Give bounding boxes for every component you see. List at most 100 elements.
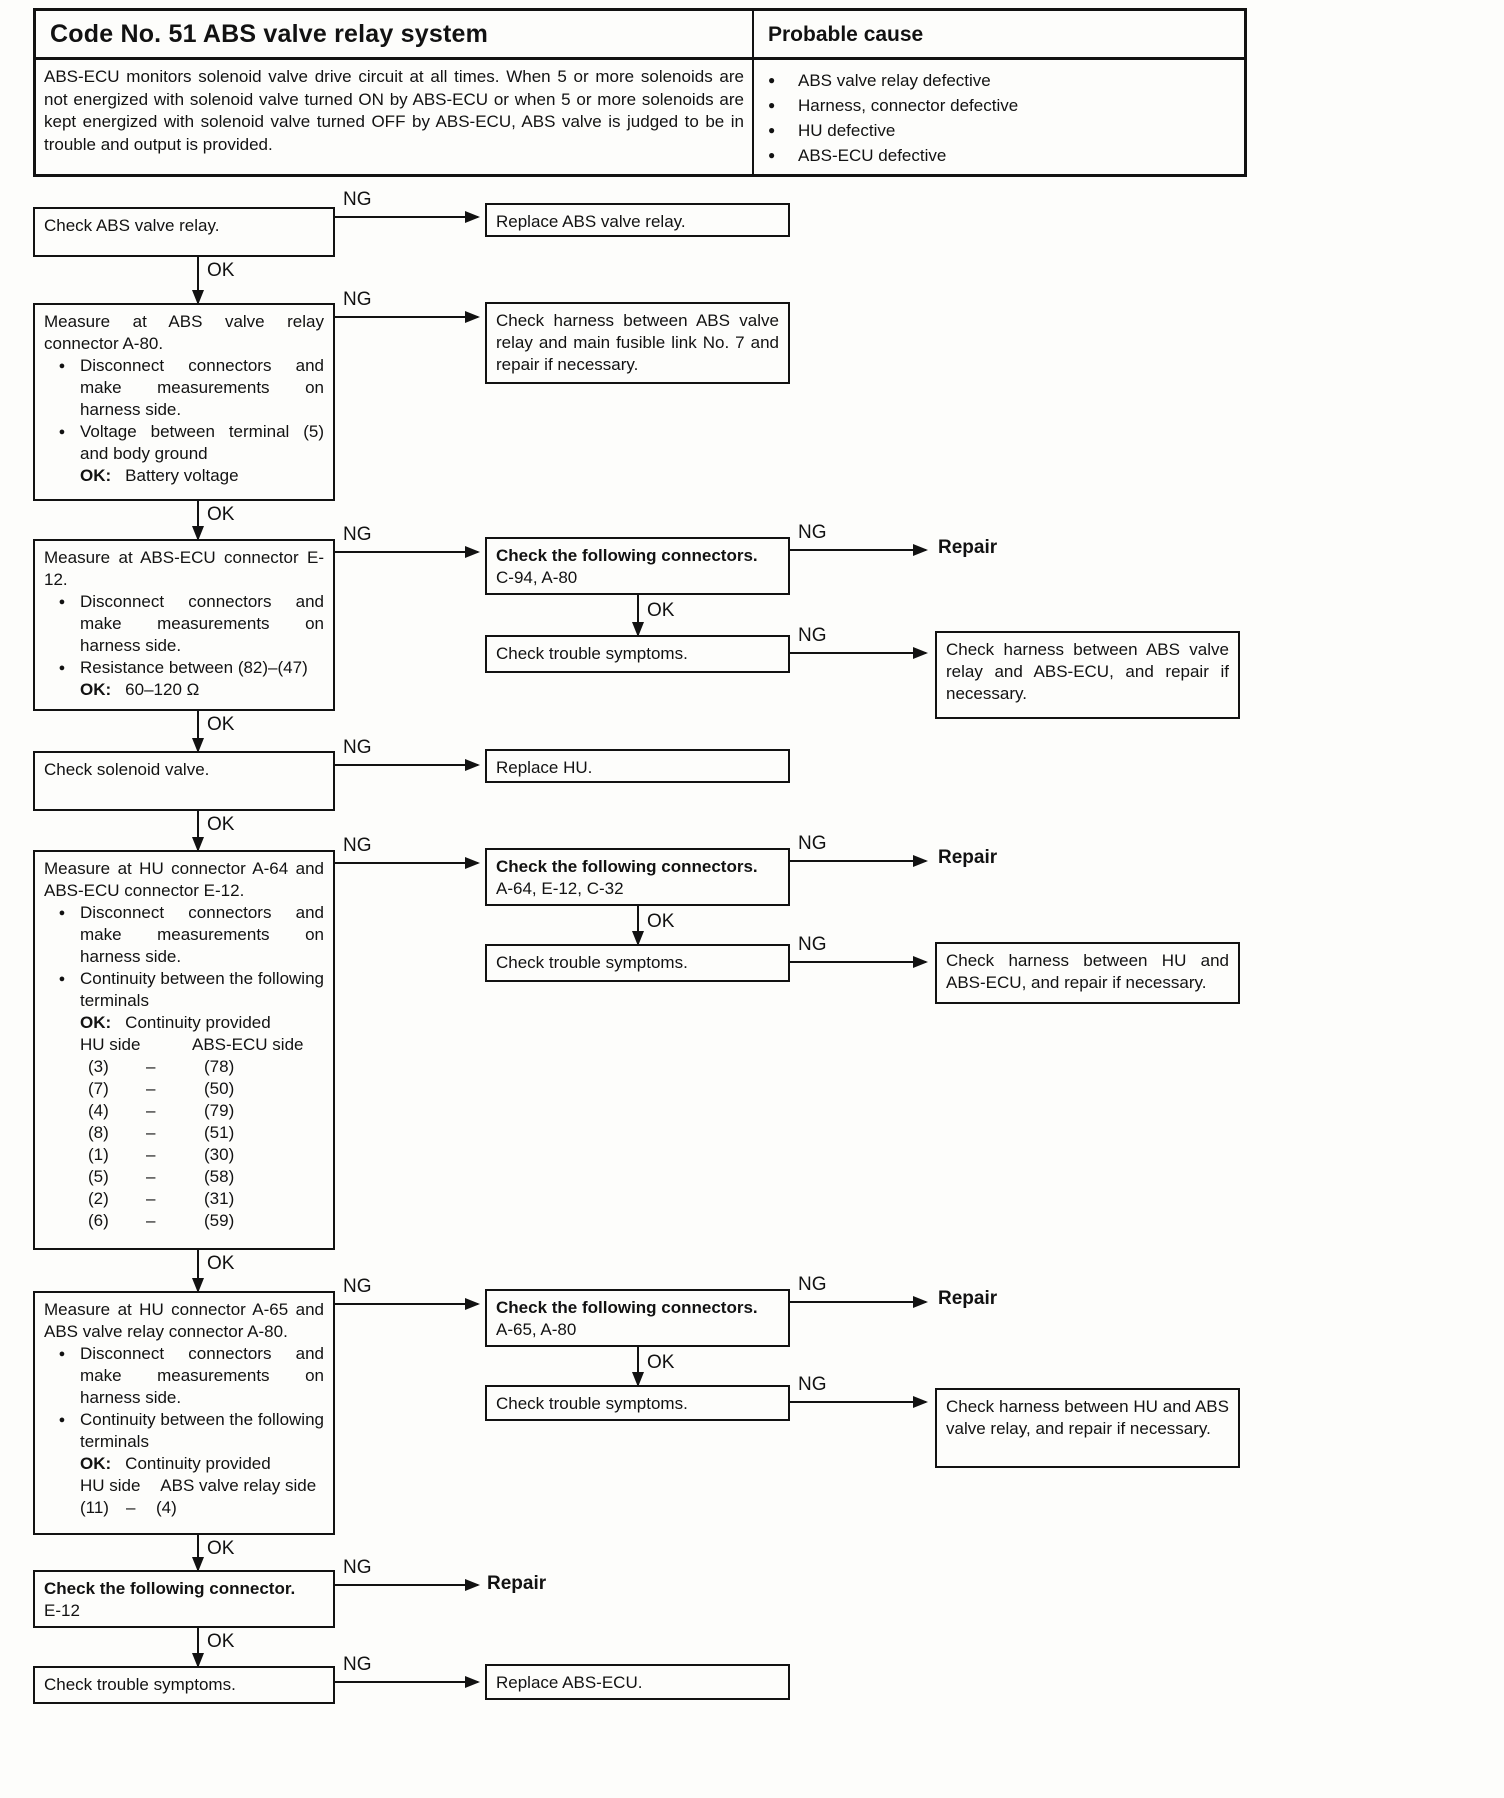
ok-arrow <box>632 1347 644 1387</box>
bullet-row: ● Continuity between the following termi… <box>44 968 324 1012</box>
bullet-icon: ● <box>58 973 66 985</box>
bullet-icon: ● <box>768 98 776 112</box>
ecu-terminal: (78) <box>204 1057 235 1076</box>
terminal-pair-row: (6)–(59) <box>44 1210 324 1232</box>
box-text: Check solenoid valve. <box>44 760 210 779</box>
dash: – <box>146 1167 156 1186</box>
box-title: Measure at ABS-ECU connector E-12. <box>44 548 324 589</box>
flow-box-measure-e12: Measure at ABS-ECU connector E-12. ● Dis… <box>33 539 335 711</box>
probable-cause-item: ● ABS-ECU defective <box>768 143 1238 168</box>
ng-arrow <box>790 544 928 556</box>
terminal-pair-row: (4)–(79) <box>44 1100 324 1122</box>
ok-criteria-label: OK: <box>80 1013 112 1032</box>
hu-terminal: (8) <box>88 1123 109 1142</box>
dash: – <box>146 1079 156 1098</box>
ok-criteria: OK:Continuity provided <box>44 1453 324 1475</box>
flow-box-check-trouble-symptoms-3: Check trouble symptoms. <box>485 1385 790 1421</box>
ok-arrow <box>192 257 204 305</box>
bullet-text: Disconnect connectors and make measureme… <box>80 1344 324 1407</box>
ng-arrow <box>335 211 480 223</box>
ng-label: NG <box>343 189 372 210</box>
probable-cause-item: ● Harness, connector defective <box>768 93 1238 118</box>
terminal-pair-row: (2)–(31) <box>44 1188 324 1210</box>
box-text: Check trouble symptoms. <box>496 953 688 972</box>
bullet-text: Continuity between the following termina… <box>80 1410 324 1451</box>
repair-label: Repair <box>938 537 998 558</box>
terminal-column-headers: HU side ABS-ECU side <box>44 1034 324 1056</box>
repair-label: Repair <box>487 1573 547 1594</box>
box-text: Replace HU. <box>496 758 593 777</box>
ok-criteria: OK:60–120 Ω <box>44 679 324 701</box>
box-title: Check the following connectors. <box>496 1298 758 1317</box>
bullet-row: ● Disconnect connectors and make measure… <box>44 591 324 657</box>
ng-arrow <box>335 311 480 323</box>
ng-label: NG <box>798 522 827 543</box>
ok-criteria-label: OK: <box>80 680 112 699</box>
hu-terminal: (3) <box>88 1057 109 1076</box>
connector-list: A-65, A-80 <box>496 1320 577 1339</box>
ecu-terminal: (50) <box>204 1079 235 1098</box>
box-title: Check the following connector. <box>44 1579 296 1598</box>
ng-label: NG <box>343 289 372 310</box>
ng-label: NG <box>343 1654 372 1675</box>
terminal-col-left: HU side <box>80 1035 141 1054</box>
box-title: Check the following connectors. <box>496 546 758 565</box>
probable-cause-text: ABS valve relay defective <box>798 71 991 90</box>
ecu-terminal: (31) <box>204 1189 235 1208</box>
bullet-icon: ● <box>768 148 776 162</box>
flow-box-check-harness-relay-ecu: Check harness between ABS valve relay an… <box>935 631 1240 719</box>
page-title: Code No. 51 ABS valve relay system <box>36 11 754 57</box>
ecu-terminal: (79) <box>204 1101 235 1120</box>
flow-box-replace-hu: Replace HU. <box>485 749 790 783</box>
bullet-icon: ● <box>768 73 776 87</box>
box-text: Check ABS valve relay. <box>44 216 220 235</box>
dash: – <box>146 1057 156 1076</box>
flow-box-check-harness-fusible-link: Check harness between ABS valve relay an… <box>485 302 790 384</box>
dash: – <box>146 1211 156 1230</box>
probable-cause-text: ABS-ECU defective <box>798 146 947 165</box>
hu-terminal: (1) <box>88 1145 109 1164</box>
ok-label: OK <box>647 600 675 621</box>
ng-label: NG <box>343 835 372 856</box>
terminal-pair-row: (5)–(58) <box>44 1166 324 1188</box>
bullet-text: Resistance between (82)–(47) <box>80 658 308 677</box>
bullet-icon: ● <box>768 123 776 137</box>
terminal-pair-row: (1)–(30) <box>44 1144 324 1166</box>
flow-box-check-connectors-a64-e12-c32: Check the following connectors. A-64, E-… <box>485 848 790 906</box>
bullet-text: Voltage between terminal (5) and body gr… <box>80 422 324 463</box>
relay-terminal: (4) <box>156 1498 177 1517</box>
ok-arrow <box>192 1535 204 1572</box>
ng-arrow <box>790 1396 928 1408</box>
bullet-row: ● Resistance between (82)–(47) <box>44 657 324 679</box>
bullet-icon: ● <box>58 360 66 372</box>
box-text: Check harness between ABS valve relay an… <box>946 640 1229 703</box>
ecu-terminal: (51) <box>204 1123 235 1142</box>
bullet-icon: ● <box>58 596 66 608</box>
box-title: Measure at HU connector A-65 and ABS val… <box>44 1300 324 1341</box>
hu-terminal: (6) <box>88 1211 109 1230</box>
ng-arrow <box>790 956 928 968</box>
repair-label: Repair <box>938 1288 998 1309</box>
ok-criteria-label: OK: <box>80 1454 112 1473</box>
flow-box-replace-abs-valve-relay: Replace ABS valve relay. <box>485 203 790 237</box>
box-text: Replace ABS-ECU. <box>496 1673 643 1692</box>
ok-label: OK <box>207 1253 235 1274</box>
terminal-pair-row: (11) – (4) <box>44 1497 324 1519</box>
ng-label: NG <box>798 1274 827 1295</box>
bullet-icon: ● <box>58 907 66 919</box>
terminal-pair-row: (8)–(51) <box>44 1122 324 1144</box>
ng-arrow <box>790 1296 928 1308</box>
ok-label: OK <box>207 504 235 525</box>
bullet-row: ● Disconnect connectors and make measure… <box>44 355 324 421</box>
ok-arrow <box>192 811 204 852</box>
ok-criteria-value: Battery voltage <box>125 466 239 485</box>
bullet-icon: ● <box>58 662 66 674</box>
ok-arrow <box>192 1628 204 1668</box>
ng-arrow <box>335 1676 480 1688</box>
ng-label: NG <box>798 1374 827 1395</box>
ok-arrow <box>192 1250 204 1293</box>
ok-label: OK <box>207 260 235 281</box>
ok-arrow <box>632 906 644 946</box>
box-text: Check harness between HU and ABS-ECU, an… <box>946 951 1229 992</box>
